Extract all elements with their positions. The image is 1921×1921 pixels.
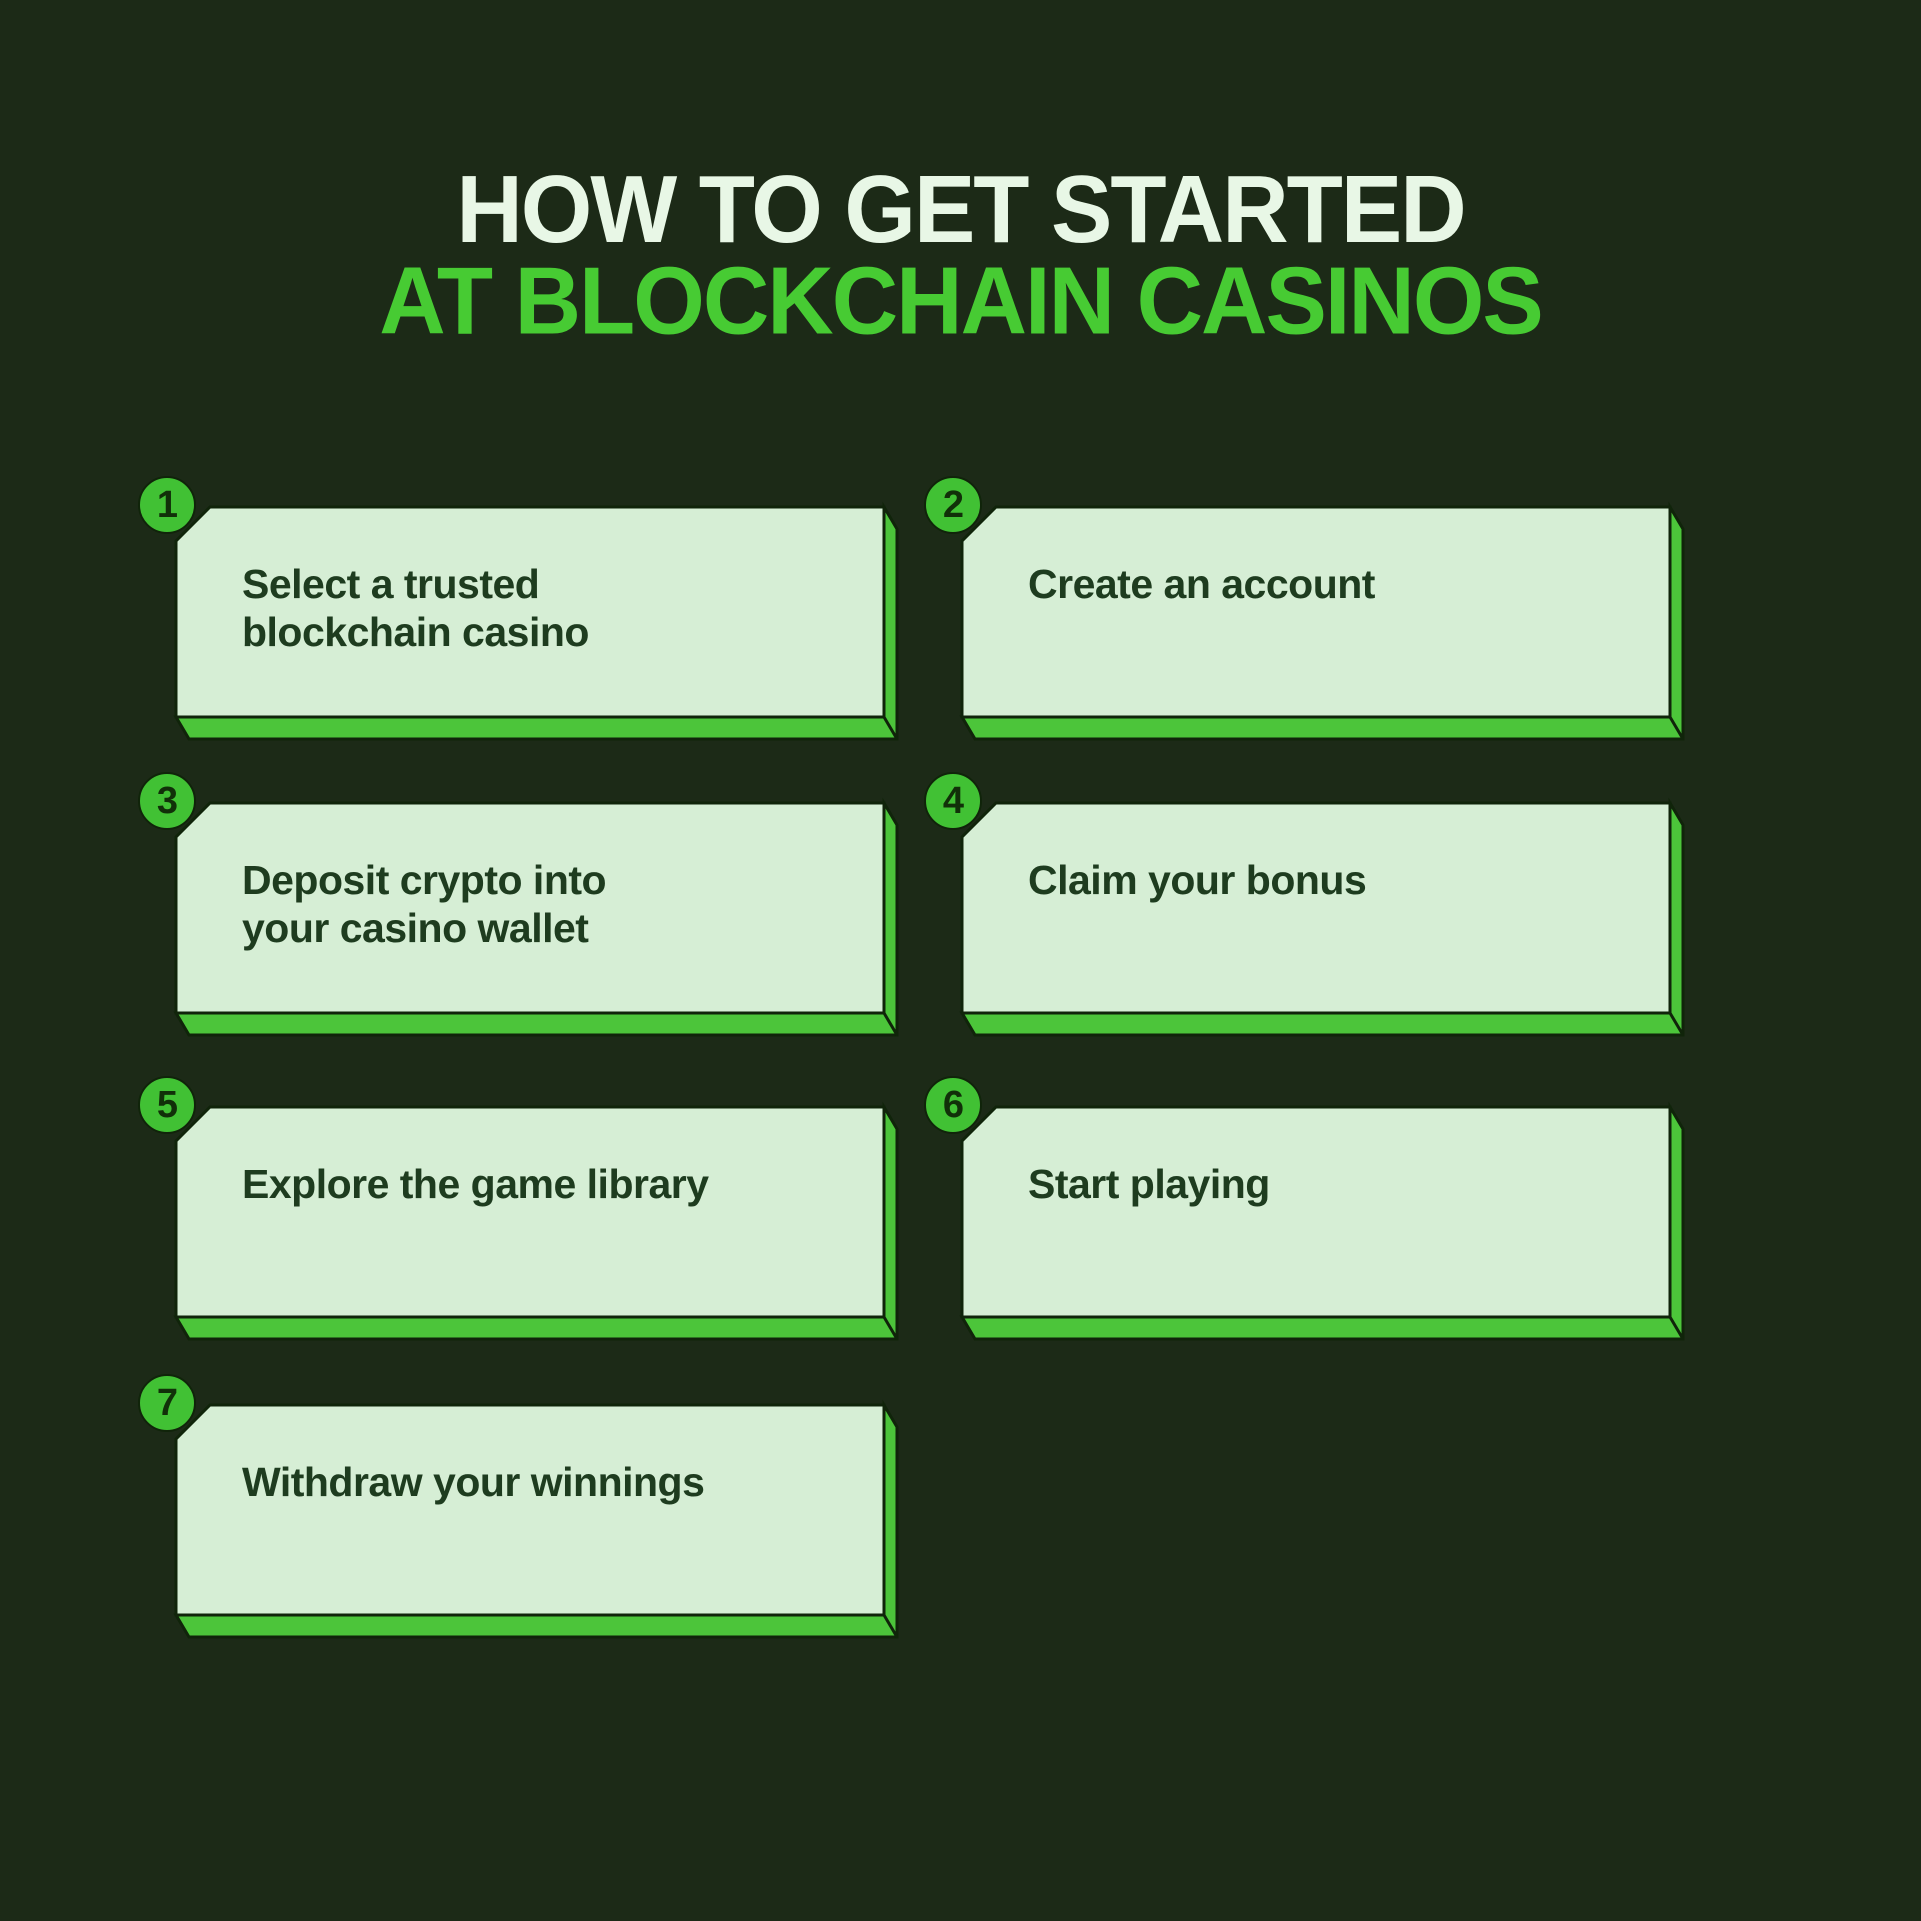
- step-label: Select a trusted blockchain casino: [242, 561, 589, 655]
- step-number: 3: [156, 779, 178, 822]
- step-card: 4 Claim your bonus: [924, 772, 1685, 1037]
- step-card: 3 Deposit crypto into your casino wallet: [138, 772, 899, 1037]
- card-3d-shape: [173, 501, 899, 741]
- card-3d-shape: [173, 1399, 899, 1639]
- step-number-badge: 4: [924, 772, 982, 830]
- card-3d-shape: [173, 797, 899, 1037]
- card-3d-shape: [959, 1101, 1685, 1341]
- step-number: 7: [156, 1381, 178, 1424]
- step-number: 5: [156, 1083, 178, 1126]
- page-title-line2: AT BLOCKCHAIN CASINOS: [379, 248, 1544, 355]
- card-3d-shape: [173, 1101, 899, 1341]
- step-number: 4: [942, 779, 964, 822]
- step-number-badge: 2: [924, 476, 982, 534]
- step-card: 7 Withdraw your winnings: [138, 1374, 899, 1639]
- step-card: 1 Select a trusted blockchain casino: [138, 476, 899, 741]
- step-label: Withdraw your winnings: [242, 1459, 705, 1505]
- page-title: HOW TO GET STARTED AT BLOCKCHAIN CASINOS: [0, 156, 1921, 355]
- step-number-badge: 6: [924, 1076, 982, 1134]
- step-number-badge: 1: [138, 476, 196, 534]
- card-3d-shape: [959, 797, 1685, 1037]
- step-label: Claim your bonus: [1028, 857, 1367, 903]
- step-card: 2 Create an account: [924, 476, 1685, 741]
- step-number-badge: 3: [138, 772, 196, 830]
- step-number: 2: [942, 483, 964, 526]
- card-3d-shape: [959, 501, 1685, 741]
- page-title-line1: HOW TO GET STARTED: [456, 156, 1466, 263]
- step-label: Start playing: [1028, 1161, 1270, 1207]
- step-label: Deposit crypto into your casino wallet: [242, 857, 607, 951]
- step-number-badge: 5: [138, 1076, 196, 1134]
- step-number: 1: [156, 483, 178, 526]
- step-number: 6: [942, 1083, 964, 1126]
- step-card: 5 Explore the game library: [138, 1076, 899, 1341]
- step-label: Create an account: [1028, 561, 1375, 607]
- step-label: Explore the game library: [242, 1161, 709, 1207]
- step-card: 6 Start playing: [924, 1076, 1685, 1341]
- step-number-badge: 7: [138, 1374, 196, 1432]
